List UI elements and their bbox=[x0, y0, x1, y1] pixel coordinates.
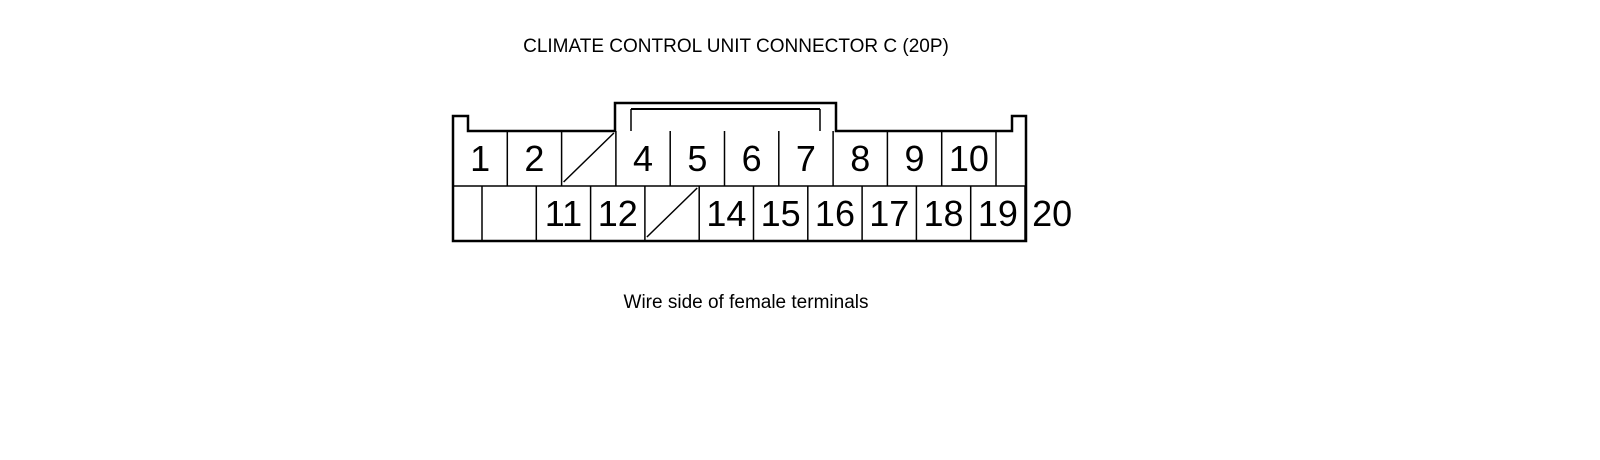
pin-17: 17 bbox=[869, 193, 909, 234]
pin-16: 16 bbox=[815, 193, 855, 234]
cell-dividers bbox=[481, 131, 1026, 241]
pin-5: 5 bbox=[687, 138, 707, 179]
pin-18: 18 bbox=[924, 193, 964, 234]
pin-11: 11 bbox=[545, 193, 582, 234]
empty-cavity-slashes bbox=[563, 132, 698, 238]
pin-9: 9 bbox=[905, 138, 925, 179]
pin-12: 12 bbox=[598, 193, 638, 234]
pin-2: 2 bbox=[524, 138, 544, 179]
top-row-empty-cavity-slash bbox=[563, 132, 615, 183]
pin-15: 15 bbox=[761, 193, 801, 234]
pin-20: 20 bbox=[1032, 193, 1072, 234]
bottom-row-empty-cavity-slash bbox=[646, 187, 698, 238]
pin-19: 19 bbox=[978, 193, 1018, 234]
pin-14: 14 bbox=[706, 193, 746, 234]
diagram-subtitle: Wire side of female terminals bbox=[624, 292, 869, 313]
connector-body bbox=[451, 101, 1028, 243]
connector-outline bbox=[451, 101, 1028, 243]
pin-10: 10 bbox=[949, 138, 989, 179]
pin-7: 7 bbox=[796, 138, 816, 179]
pin-1: 1 bbox=[470, 138, 490, 179]
pin-8: 8 bbox=[850, 138, 870, 179]
pin-6: 6 bbox=[742, 138, 762, 179]
pin-4: 4 bbox=[633, 138, 653, 179]
diagram-title: CLIMATE CONTROL UNIT CONNECTOR C (20P) bbox=[523, 36, 949, 57]
